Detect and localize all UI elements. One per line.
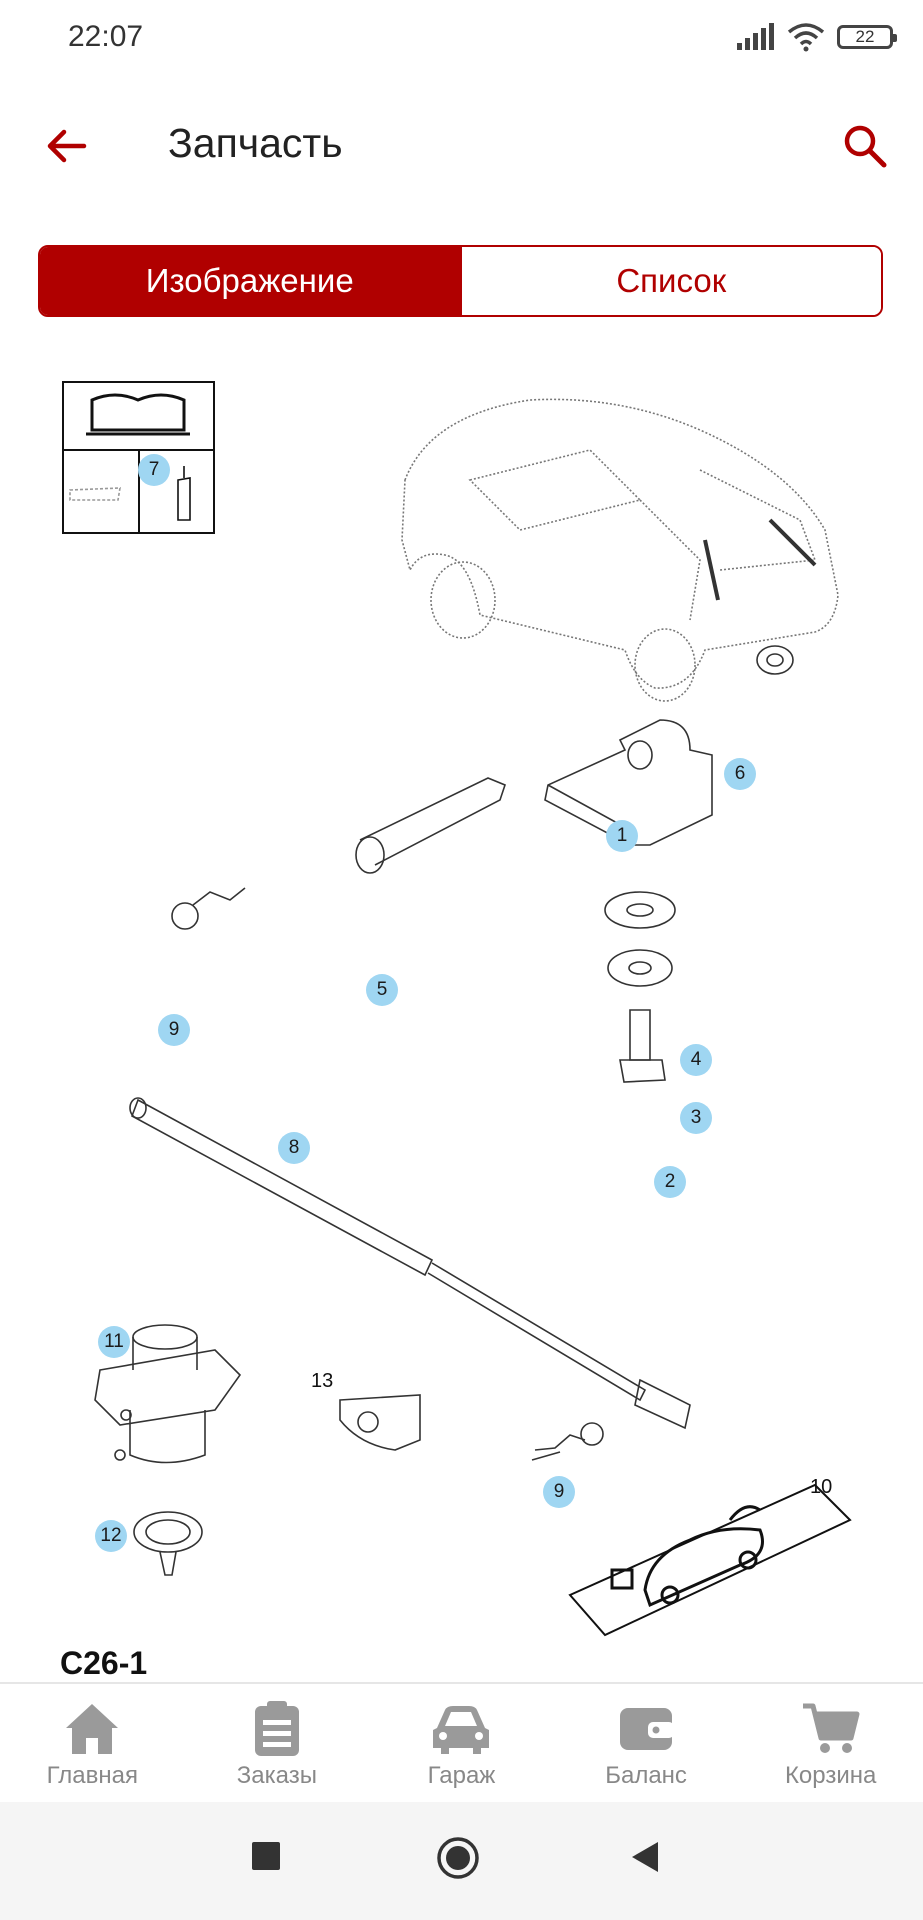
tab-list[interactable]: Список — [459, 247, 881, 315]
callout-3[interactable]: 3 — [680, 1102, 712, 1134]
nav-balance[interactable]: Баланс — [554, 1684, 739, 1804]
app-bar: Запчасть — [0, 100, 923, 190]
callout-12[interactable]: 12 — [95, 1520, 127, 1552]
recents-icon[interactable] — [250, 1840, 282, 1872]
nav-label-home: Главная — [46, 1762, 138, 1789]
status-time: 22:07 — [68, 20, 144, 53]
signal-icon — [737, 23, 774, 50]
back-nav-icon[interactable] — [628, 1840, 662, 1874]
status-bar: 22:07 22 — [0, 0, 923, 80]
callout-11[interactable]: 11 — [98, 1326, 130, 1358]
wallet-icon — [620, 1708, 675, 1750]
status-icons: 22 — [735, 22, 897, 52]
callout-6[interactable]: 6 — [724, 758, 756, 790]
battery-icon: 22 — [837, 25, 897, 49]
search-button[interactable] — [837, 118, 893, 174]
callout-4[interactable]: 4 — [680, 1044, 712, 1076]
nav-garage[interactable]: Гараж — [369, 1684, 554, 1804]
view-switcher: Изображение Список — [38, 245, 883, 317]
home-icon — [66, 1704, 119, 1754]
nav-orders[interactable]: Заказы — [185, 1684, 370, 1804]
callout-5[interactable]: 5 — [366, 974, 398, 1006]
parts-diagram-drawing — [62, 381, 852, 1637]
search-icon — [844, 125, 887, 168]
home-button-icon[interactable] — [436, 1836, 480, 1880]
nav-cart[interactable]: Корзина — [738, 1684, 923, 1804]
callout-9-lower[interactable]: 9 — [543, 1476, 575, 1508]
callout-1[interactable]: 1 — [606, 820, 638, 852]
back-button[interactable] — [38, 118, 94, 174]
callout-10[interactable]: 10 — [810, 1476, 833, 1498]
bottom-nav: Главная Заказы Гараж Баланс — [0, 1682, 923, 1804]
nav-home[interactable]: Главная — [0, 1684, 185, 1804]
callout-2[interactable]: 2 — [654, 1166, 686, 1198]
page-title: Запчасть — [168, 120, 343, 166]
callout-7[interactable]: 7 — [138, 454, 170, 486]
callout-13[interactable]: 13 — [311, 1370, 334, 1392]
callout-9-upper[interactable]: 9 — [158, 1014, 190, 1046]
tab-image[interactable]: Изображение — [40, 247, 460, 315]
wifi-icon — [787, 23, 825, 52]
nav-label-garage: Гараж — [427, 1762, 496, 1789]
orders-icon — [254, 1701, 299, 1756]
cart-icon — [802, 1703, 860, 1753]
arrow-left-icon — [47, 129, 87, 163]
nav-label-orders: Заказы — [236, 1762, 317, 1789]
system-nav-bar — [0, 1802, 923, 1920]
nav-label-balance: Баланс — [605, 1762, 687, 1789]
car-icon — [433, 1706, 490, 1754]
callout-8[interactable]: 8 — [278, 1132, 310, 1164]
nav-label-cart: Корзина — [784, 1762, 877, 1789]
parts-diagram: 7 6 1 5 4 9 3 8 2 11 13 10 9 12 C26-1 — [0, 360, 923, 1681]
diagram-code: C26-1 — [60, 1645, 148, 1681]
